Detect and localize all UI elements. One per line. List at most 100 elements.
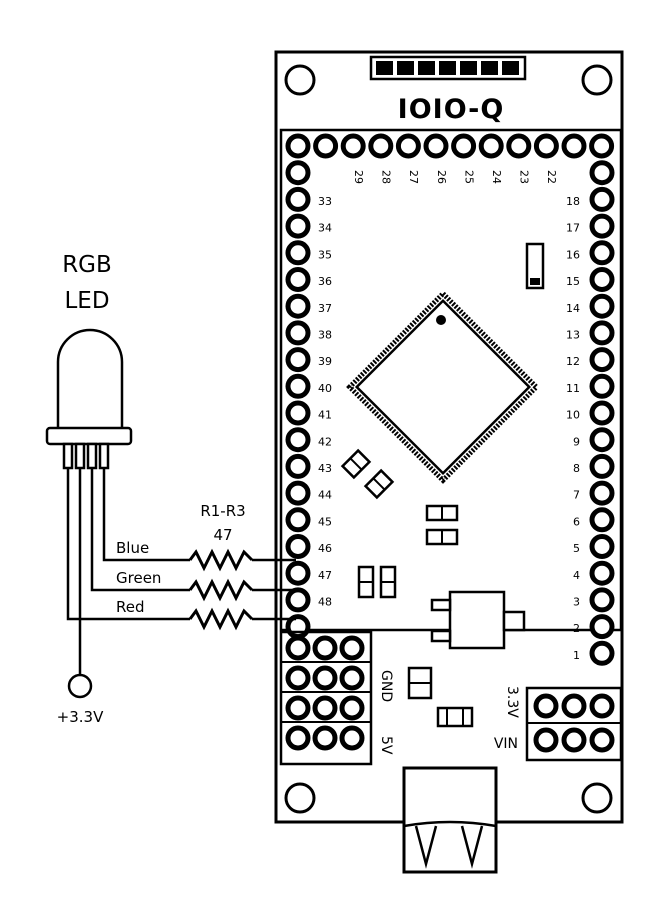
pin-number: 33	[318, 195, 332, 208]
pin-number: 41	[318, 409, 332, 422]
header-pin	[506, 133, 532, 159]
header-pin	[589, 186, 615, 212]
wires	[66, 468, 296, 675]
header-pin	[395, 133, 421, 159]
pin-number: 36	[318, 275, 332, 288]
header-pin	[285, 725, 311, 751]
pin-number: 44	[318, 489, 332, 502]
5v-label: 5V	[378, 736, 394, 755]
pin-number: 3	[573, 596, 580, 609]
header-pin	[589, 727, 615, 753]
pin-number: 29	[352, 170, 365, 184]
supply-label: +3.3V	[57, 708, 104, 726]
header-pin	[339, 695, 365, 721]
header-pin	[285, 695, 311, 721]
pin-number: 45	[318, 515, 332, 528]
header-pin	[285, 635, 311, 661]
led-title-line2: LED	[64, 288, 109, 314]
power-header-right	[525, 686, 623, 762]
header-pin	[589, 453, 615, 479]
resistor-red	[188, 607, 254, 631]
header-pin	[285, 293, 311, 319]
header-pin	[285, 480, 311, 506]
led-leads	[62, 442, 110, 470]
header-pin	[589, 534, 615, 559]
header-pin	[285, 507, 311, 533]
pin-number: 9	[573, 435, 580, 448]
pin-number: 38	[318, 329, 332, 342]
header-pin	[589, 400, 615, 426]
header-pin	[285, 240, 311, 266]
header-pin	[589, 373, 615, 399]
header-pin	[285, 347, 311, 373]
header-pin	[285, 320, 311, 346]
pin-number: 42	[318, 435, 332, 448]
header-pin	[589, 320, 615, 346]
pin-number: 40	[318, 382, 332, 395]
wire-label-green: Green	[116, 569, 161, 587]
pin-number: 11	[566, 382, 580, 395]
pin-number: 37	[318, 302, 332, 315]
pin-number: 35	[318, 248, 332, 261]
header-pin	[285, 560, 311, 586]
header-pin	[561, 133, 587, 159]
header-pin	[533, 727, 559, 753]
header-pin	[589, 614, 615, 640]
smd-resistor	[425, 504, 459, 546]
header-pin	[285, 186, 311, 212]
pin-number: 48	[318, 596, 332, 609]
header-pin	[589, 640, 615, 666]
header-pin	[423, 133, 449, 159]
mounting-hole	[284, 782, 316, 814]
pin-number: 13	[566, 329, 580, 342]
header-pin	[368, 133, 394, 159]
pin-number: 34	[318, 222, 332, 235]
header-pin	[561, 693, 587, 719]
led-title-line1: RGB	[62, 252, 112, 278]
smd-resistor	[436, 706, 474, 728]
supply-terminal	[67, 673, 93, 699]
header-pin	[589, 560, 615, 586]
chip-pin1-dot	[436, 315, 446, 325]
pin-number: 12	[566, 355, 580, 368]
pin-number: 5	[573, 542, 580, 555]
pin-number: 17	[566, 222, 580, 235]
header-pin	[589, 240, 615, 266]
header-pin	[589, 507, 615, 533]
pin-number: 47	[318, 569, 332, 582]
pin-number: 27	[407, 170, 420, 184]
header-pin	[589, 160, 615, 186]
pin-number: 16	[566, 248, 580, 261]
voltage-regulator	[430, 590, 526, 650]
header-pin	[339, 665, 365, 691]
header-pin	[589, 587, 615, 613]
pin-number: 26	[435, 170, 448, 184]
smd-capacitor	[340, 448, 372, 480]
pin-number: 15	[566, 275, 580, 288]
top-header-connector	[369, 55, 527, 81]
pin-number: 4	[573, 569, 580, 582]
pin-number: 28	[380, 170, 393, 184]
header-pin	[285, 665, 311, 691]
header-pin	[451, 133, 477, 159]
rgb-led-body	[45, 328, 133, 446]
smd-resistor	[407, 666, 433, 700]
pin-number: 43	[318, 462, 332, 475]
pin-number: 46	[318, 542, 332, 555]
header-pin	[313, 133, 339, 159]
pin-number: 10	[566, 409, 580, 422]
header-pin	[589, 693, 615, 719]
header-pin	[478, 133, 504, 159]
vin-label: VIN	[494, 736, 518, 752]
header-pin	[589, 293, 615, 319]
wire-label-blue: Blue	[116, 539, 149, 557]
header-pin	[285, 400, 311, 426]
header-pin	[339, 725, 365, 751]
header-pin	[533, 693, 559, 719]
usb-connector	[402, 766, 498, 874]
header-pin	[533, 133, 559, 159]
mounting-hole	[581, 64, 613, 96]
